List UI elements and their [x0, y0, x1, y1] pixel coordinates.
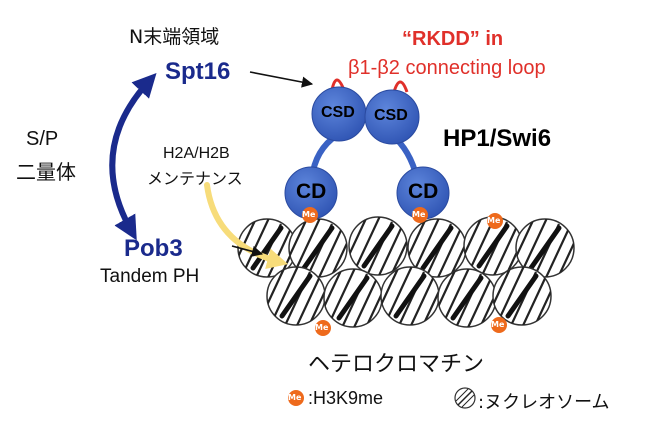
pob3-label: Pob3 [124, 235, 183, 262]
h2a-h2b-label: H2A/H2B [163, 145, 230, 162]
nucleosome-array [231, 210, 583, 334]
me-dot [412, 207, 428, 223]
legend-me-text: Me [288, 393, 302, 402]
me-dot [491, 317, 507, 333]
h2a-h2b-arrow [204, 182, 289, 269]
me-dot [302, 207, 318, 223]
me-dot [487, 213, 503, 229]
legend-me-dot [288, 390, 304, 406]
loop-label: β1-β2 connecting loop [348, 57, 546, 79]
sp-label: S/P [26, 128, 59, 150]
csd-domain-right [364, 89, 420, 145]
rkdd-loop-right [392, 80, 409, 93]
maintenance-label: メンテナンス [147, 169, 243, 188]
legend-nucleosome-label: :ヌクレオソーム [478, 392, 610, 413]
me-text: Me [315, 323, 329, 332]
dimer-label: 二量体 [16, 160, 76, 184]
spt16-label: Spt16 [165, 58, 231, 85]
legend-nucleosome-icon [454, 387, 476, 409]
me-dot [315, 320, 331, 336]
pob3-arrow [231, 245, 264, 257]
tandem-ph-label: Tandem PH [100, 266, 200, 287]
me-marks [288, 207, 507, 406]
rkdd-label: “RKDD” in [402, 28, 504, 50]
hp1-label: HP1/Swi6 [443, 125, 552, 152]
heterochromatin-label: ヘテロクロマチン [308, 352, 485, 377]
csd-left-label: CSD [321, 104, 355, 121]
spt16-arrow [249, 71, 314, 88]
cd-right-label: CD [408, 180, 439, 203]
cd-left-label: CD [296, 180, 327, 203]
me-text: Me [487, 216, 501, 225]
csd-right-label: CSD [374, 107, 408, 124]
me-text: Me [491, 320, 505, 329]
sp-dimer-arrow [109, 72, 157, 241]
legend-h3k9me-label: :H3K9me [308, 388, 384, 408]
me-text: Me [412, 210, 426, 219]
me-text: Me [302, 210, 316, 219]
n-terminal-label: N末端領域 [129, 26, 220, 48]
